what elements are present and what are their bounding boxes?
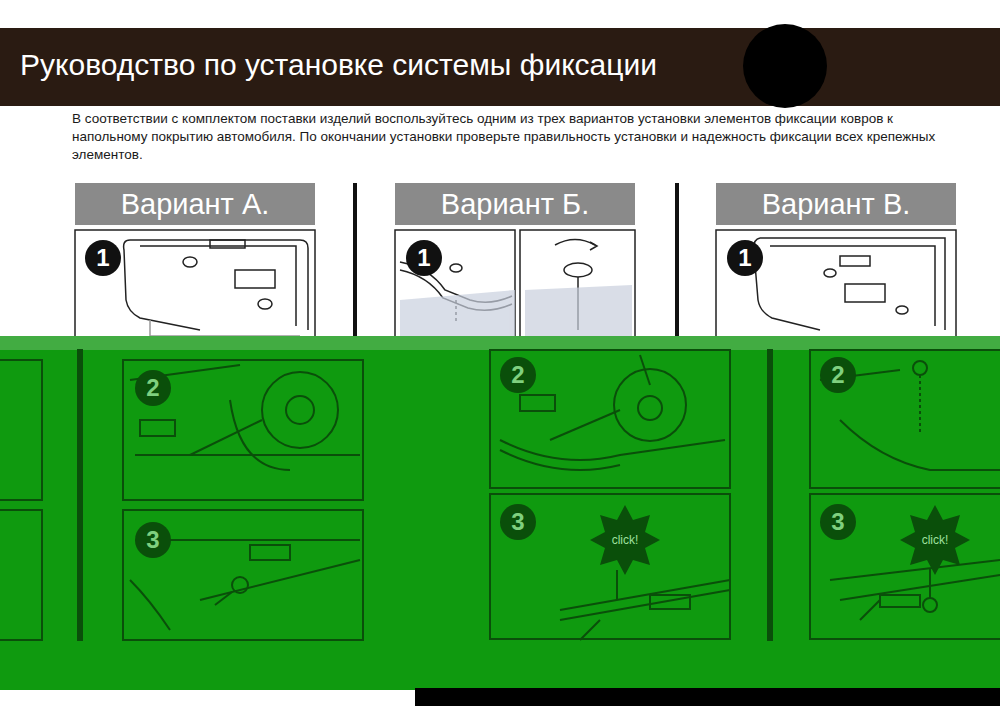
click-bursts [590,505,970,575]
step-number: 1 [85,240,121,276]
step-number: 1 [727,240,763,276]
step-number: 2 [820,357,856,393]
variant-title: Вариант А. [121,188,270,221]
step-number: 3 [500,504,536,540]
divider [353,183,357,338]
step-number: 3 [820,504,856,540]
variant-title: Вариант В. [762,188,911,221]
variant-header: Вариант В. [716,183,956,225]
step-number: 3 [135,522,171,558]
divider [675,183,679,338]
step-number: 2 [135,370,171,406]
floor-shade [400,285,632,338]
step-number: 1 [406,240,442,276]
variant-header: Вариант Б. [395,183,635,225]
variant-title: Вариант Б. [441,188,589,221]
page-title: Руководство по установке системы фиксаци… [20,48,657,82]
variant-header: Вариант А. [75,183,315,225]
green-overlay [0,336,1000,690]
blot [743,24,827,108]
green-panels [0,350,1000,640]
click-mark: click! [922,533,949,547]
click-mark: click! [612,533,639,547]
title-band [0,28,1000,106]
step-number: 2 [500,357,536,393]
noise-strip [0,336,1000,350]
intro-note: В соответствии с комплектом поставки изд… [72,110,956,164]
bottom-bar [415,688,1000,706]
step-panels [75,230,956,340]
